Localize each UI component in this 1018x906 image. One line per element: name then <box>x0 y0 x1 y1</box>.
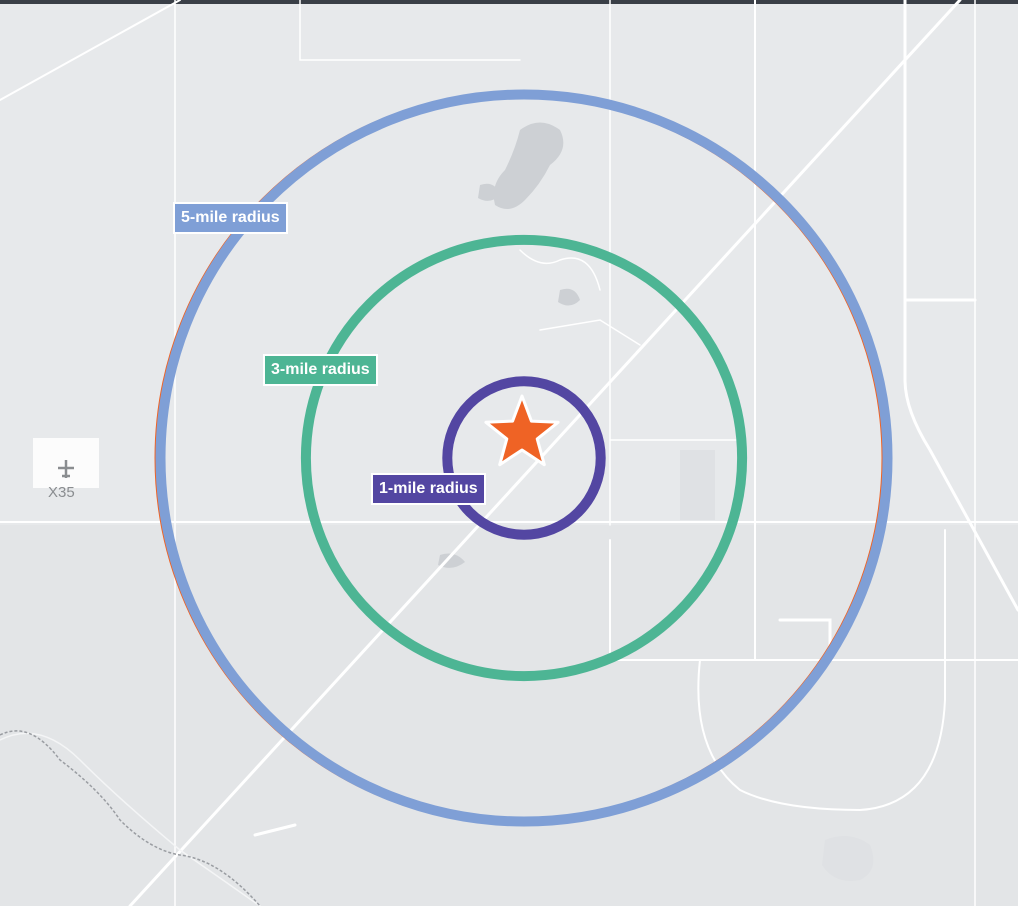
airplane-icon <box>58 460 74 478</box>
water-features <box>438 122 874 881</box>
3-mile-ring <box>300 234 748 682</box>
star-icon[interactable] <box>484 394 560 467</box>
5-mile-ring <box>155 89 893 827</box>
radius-rings <box>154 89 893 827</box>
airport-code-label: X35 <box>48 484 75 501</box>
five-mile-radius-label: 5-mile radius <box>173 202 288 234</box>
three-mile-radius-label: 3-mile radius <box>263 354 378 386</box>
one-mile-radius-label: 1-mile radius <box>371 473 486 505</box>
airport-marker[interactable] <box>33 438 99 488</box>
land-patch <box>0 0 1018 4</box>
boundary-line <box>0 730 261 906</box>
1-mile-ring <box>442 376 606 540</box>
